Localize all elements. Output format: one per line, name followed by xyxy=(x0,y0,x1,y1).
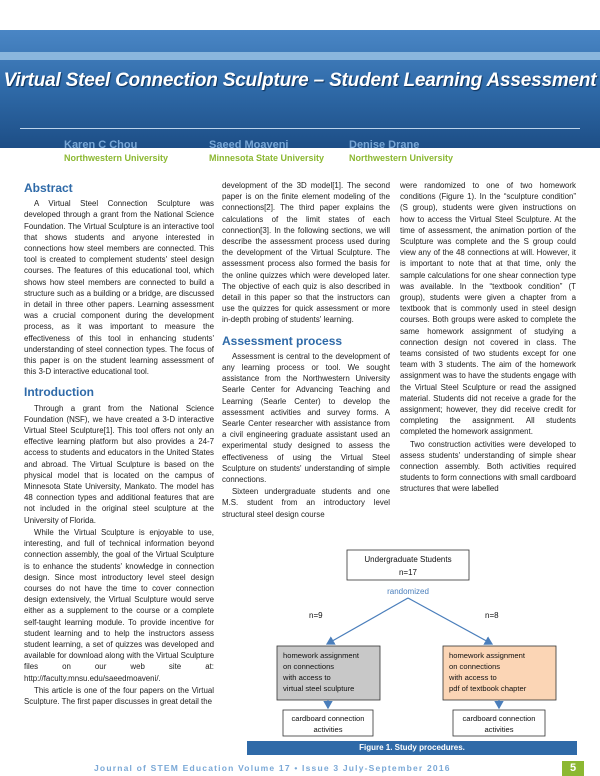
abstract-heading: Abstract xyxy=(24,181,73,195)
top-box-count: n=17 xyxy=(399,568,418,577)
right-box-line: on connections xyxy=(449,662,500,671)
assessment-paragraph: Sixteen undergraduate students and one M… xyxy=(222,487,390,519)
author-affiliation: Northwestern University xyxy=(349,153,454,163)
bottom-left-line: cardboard connection xyxy=(291,714,364,723)
study-flow-diagram: Undergraduate Students n=17 randomized n… xyxy=(276,549,557,737)
banner-stripe xyxy=(0,52,600,60)
figure-1: Undergraduate Students n=17 randomized n… xyxy=(247,548,577,738)
left-box-line: homework assignment xyxy=(283,651,360,660)
author-block: Saeed Moaveni Minnesota State University xyxy=(209,139,324,163)
author-block: Denise Drane Northwestern University xyxy=(349,139,453,163)
intro-paragraph: Through a grant from the National Scienc… xyxy=(24,403,214,525)
arrow-left xyxy=(325,597,409,645)
body-paragraph: Two construction activities were develop… xyxy=(400,439,576,494)
introduction-heading: Introduction xyxy=(24,385,94,400)
column-middle: development of the 3D model[1]. The seco… xyxy=(222,180,390,521)
bottom-left-box xyxy=(282,709,374,737)
author-affiliation: Minnesota State University xyxy=(209,153,325,163)
author-name: Denise Drane xyxy=(349,139,420,151)
body-paragraph: development of the 3D model[1]. The seco… xyxy=(222,181,390,325)
author-name: Karen C Chou xyxy=(64,139,138,151)
banner-divider xyxy=(20,128,580,129)
page-title: Virtual Steel Connection Sculpture – Stu… xyxy=(3,70,597,91)
randomized-label: randomized xyxy=(387,587,429,596)
column-left: Abstract A Virtual Steel Connection Scul… xyxy=(24,181,214,708)
right-box-line: homework assignment xyxy=(449,651,526,660)
author-name: Saeed Moaveni xyxy=(209,139,289,151)
abstract-paragraph: A Virtual Steel Connection Sculpture was… xyxy=(24,199,214,377)
right-count: n=8 xyxy=(485,611,499,620)
top-box xyxy=(346,549,470,581)
page-number: 5 xyxy=(562,761,584,776)
intro-paragraph: While the Virtual Sculpture is enjoyable… xyxy=(24,527,214,683)
column-right: were randomized to one of two homework c… xyxy=(400,180,576,496)
bottom-right-box xyxy=(452,709,546,737)
journal-info: Journal of STEM Education Volume 17 • Is… xyxy=(94,763,451,773)
left-box-line: on connections xyxy=(283,662,334,671)
left-count: n=9 xyxy=(309,611,323,620)
intro-paragraph: This article is one of the four papers o… xyxy=(24,685,214,706)
assessment-paragraph: Assessment is central to the development… xyxy=(222,351,390,485)
bottom-right-line: cardboard connection xyxy=(462,714,535,723)
body-paragraph: were randomized to one of two homework c… xyxy=(400,181,576,437)
top-box-label: Undergraduate Students xyxy=(364,555,451,564)
bottom-left-line: activities xyxy=(313,725,342,734)
left-box xyxy=(276,645,381,701)
right-box-line: with access to xyxy=(448,673,497,682)
right-box xyxy=(442,645,557,701)
arrow-right xyxy=(407,597,494,645)
bottom-right-line: activities xyxy=(484,725,513,734)
page-footer: Journal of STEM Education Volume 17 • Is… xyxy=(0,761,600,776)
left-box-line: virtual steel sculpture xyxy=(283,684,354,693)
figure-caption: Figure 1. Study procedures. xyxy=(247,741,577,755)
right-box-line: pdf of textbook chapter xyxy=(449,684,527,693)
author-block: Karen C Chou Northwestern University xyxy=(64,139,168,163)
author-affiliation: Northwestern University xyxy=(64,153,169,163)
assessment-heading: Assessment process xyxy=(222,333,343,348)
left-box-line: with access to xyxy=(282,673,331,682)
